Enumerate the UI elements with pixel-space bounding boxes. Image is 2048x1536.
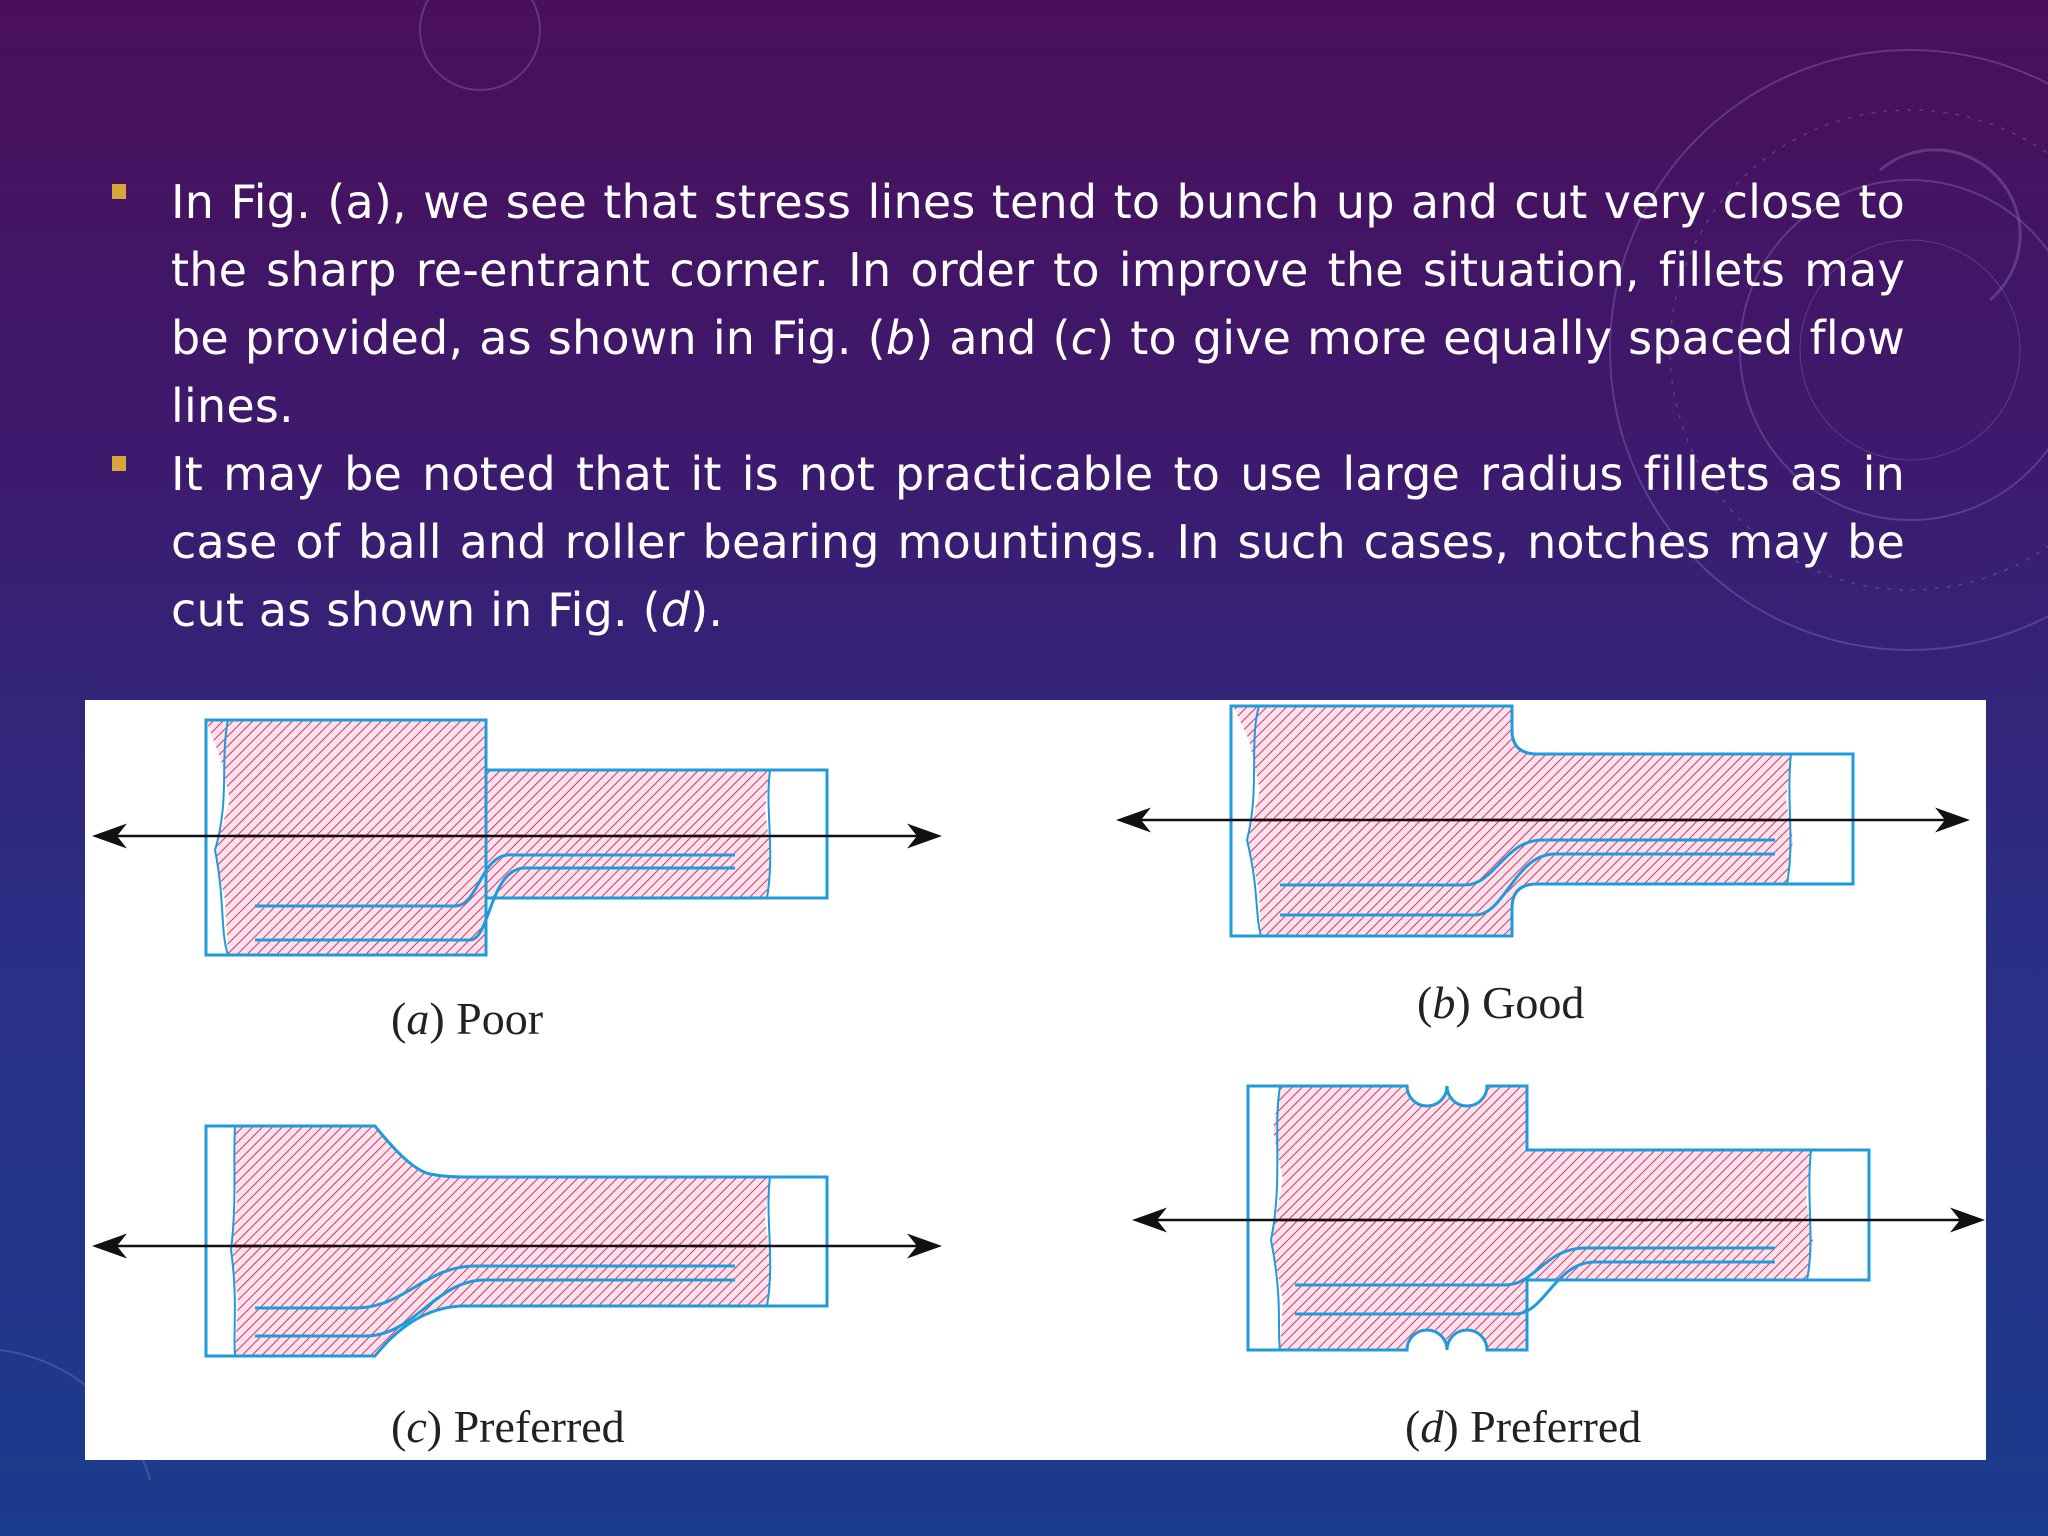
figure-a-poor: [92, 718, 942, 957]
shaft-d-hatched-body: [1271, 1086, 1813, 1350]
shaft-d-outline: [1246, 1084, 1871, 1352]
bullet-marker: [112, 184, 126, 199]
shaft-a-outline-right: [484, 768, 829, 900]
figure-b-good: [1116, 704, 1970, 938]
shaft-c-outline: [204, 1124, 829, 1358]
shaft-c-hatched-body: [231, 1126, 771, 1356]
bullet-marker: [112, 456, 126, 471]
caption-c: (c) Preferred: [391, 1401, 625, 1452]
bullet-item-2: It may be noted that it is not practicab…: [110, 440, 1905, 644]
figure-panel: (a) Poor (b) Good (c) Preferred (d) Pref…: [85, 700, 1986, 1460]
caption-a: (a) Poor: [391, 993, 544, 1044]
shaft-b-outline: [1229, 704, 1855, 938]
caption-b: (b) Good: [1417, 977, 1585, 1028]
caption-d: (d) Preferred: [1405, 1401, 1642, 1452]
bullet-list: In Fig. (a), we see that stress lines te…: [110, 168, 1905, 644]
bullet-item-1: In Fig. (a), we see that stress lines te…: [110, 168, 1905, 440]
figure-c-preferred: [92, 1124, 942, 1358]
figure-d-preferred: [1132, 1084, 1985, 1352]
shaft-diagrams: [92, 704, 1985, 1358]
